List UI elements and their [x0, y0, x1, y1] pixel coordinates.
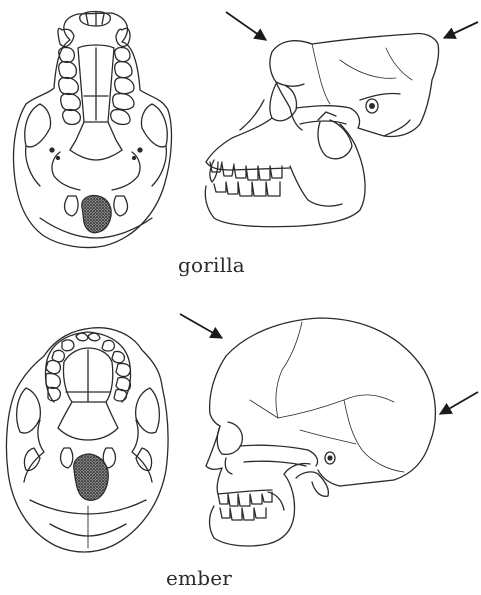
- human-ear-canal: [327, 455, 332, 460]
- human-skull-bottom-view: [6, 328, 168, 552]
- gorilla-foramen-magnum: [82, 196, 112, 233]
- gorilla-brow-arrow: [226, 12, 266, 40]
- gorilla-skull-side-view: [205, 33, 438, 226]
- gorilla-ear-canal: [369, 103, 375, 109]
- human-skull-side-view: [206, 318, 435, 546]
- gorilla-caption: gorilla: [178, 253, 245, 277]
- gorilla-crest-arrow: [444, 22, 478, 38]
- human-occiput-arrow: [440, 392, 478, 414]
- human-caption: ember: [166, 566, 232, 590]
- human-forehead-arrow: [180, 314, 222, 338]
- human-foramen-magnum: [74, 454, 109, 500]
